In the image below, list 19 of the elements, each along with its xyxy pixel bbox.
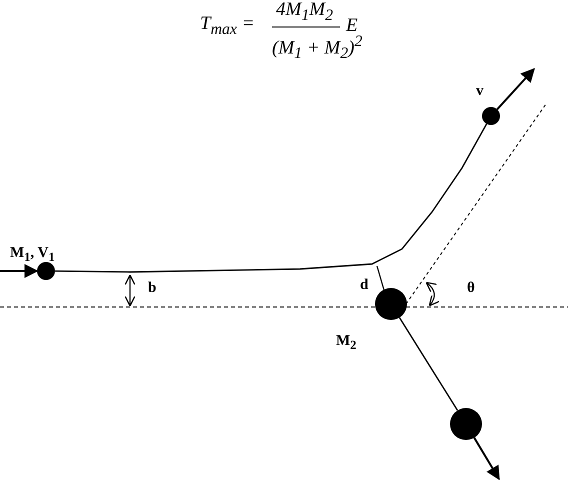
- particle: [482, 107, 500, 125]
- trajectory-line: [55, 124, 488, 273]
- particle-label: M$_{2}$: [336, 334, 356, 352]
- arrow: [473, 437, 500, 480]
- symbol-label: b: [148, 281, 156, 296]
- formula-text: T$_{max}$ =: [200, 14, 255, 38]
- formula-text: (M$_{1}$ + M$_{2}$)$^{2}$: [272, 34, 362, 62]
- symbol-label: θ: [467, 281, 475, 296]
- particle-label: v: [476, 84, 484, 99]
- trajectory-line: [398, 317, 458, 411]
- particle: [450, 408, 482, 440]
- formula-text: 4M$_{1}$M$_{2}$: [276, 0, 333, 24]
- arrow: [0, 264, 38, 278]
- particle-label: M$_{1}$, V$_{1}$: [10, 246, 55, 264]
- formula-text: E: [346, 16, 358, 35]
- particle: [37, 262, 55, 280]
- arrow: [496, 68, 535, 110]
- symbol-label: d: [360, 278, 368, 293]
- particle: [375, 288, 407, 320]
